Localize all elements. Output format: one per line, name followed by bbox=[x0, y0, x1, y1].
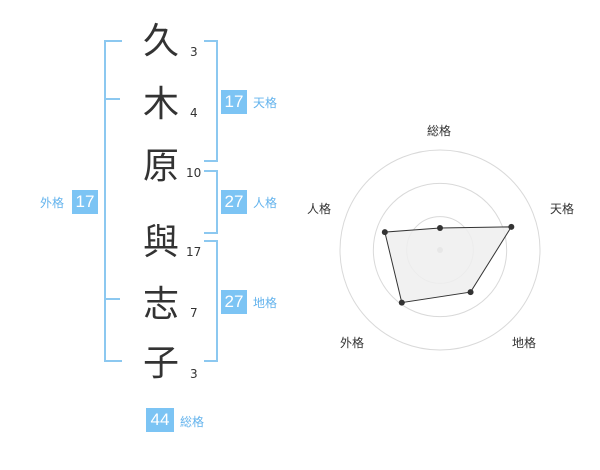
radar-polygon bbox=[384, 226, 513, 304]
jinkaku-value: 27 bbox=[221, 190, 247, 214]
stroke-count-3: 10 bbox=[186, 166, 202, 180]
soukaku-label: 総格 bbox=[180, 415, 205, 429]
radar-point-2 bbox=[508, 223, 515, 230]
gaikaku-bracket bbox=[104, 40, 122, 362]
name-char-4: 與 bbox=[142, 222, 179, 263]
radar-point-4 bbox=[398, 299, 405, 306]
soukaku-value: 44 bbox=[146, 408, 174, 432]
name-char-5: 志 bbox=[142, 284, 179, 325]
jinkaku-bracket bbox=[204, 170, 218, 234]
radar-label-soukaku: 総格 bbox=[426, 124, 451, 138]
radar-label-tenkaku: 天格 bbox=[549, 202, 574, 216]
tenkaku-bracket bbox=[204, 40, 218, 162]
radar-label-gaikaku: 外格 bbox=[339, 336, 364, 350]
bracket-tick bbox=[104, 98, 120, 100]
radar-label-chikaku: 地格 bbox=[511, 336, 536, 350]
gaikaku-value: 17 bbox=[72, 190, 98, 214]
stroke-count-5: 7 bbox=[190, 306, 198, 320]
radar-label-jinkaku: 人格 bbox=[306, 202, 331, 216]
stroke-count-1: 3 bbox=[190, 45, 198, 59]
stroke-count-4: 17 bbox=[186, 245, 202, 259]
radar-ring bbox=[372, 182, 508, 318]
bracket-tick bbox=[104, 298, 120, 300]
radar-ring bbox=[339, 149, 541, 351]
chikaku-label: 地格 bbox=[253, 296, 278, 310]
gaikaku-label: 外格 bbox=[40, 196, 65, 210]
name-char-2: 木 bbox=[142, 84, 179, 125]
radar-point-1 bbox=[437, 225, 443, 231]
radar-point-5 bbox=[381, 229, 388, 236]
tenkaku-label: 天格 bbox=[253, 96, 278, 110]
name-char-1: 久 bbox=[142, 21, 179, 62]
jinkaku-label: 人格 bbox=[253, 196, 278, 210]
name-char-6: 子 bbox=[142, 343, 179, 384]
radar-point-3 bbox=[467, 289, 474, 296]
chikaku-value: 27 bbox=[221, 290, 247, 314]
stroke-count-6: 3 bbox=[190, 367, 198, 381]
name-char-3: 原 bbox=[142, 146, 179, 187]
chikaku-bracket bbox=[204, 240, 218, 362]
tenkaku-value: 17 bbox=[221, 90, 247, 114]
stroke-count-2: 4 bbox=[190, 106, 198, 120]
